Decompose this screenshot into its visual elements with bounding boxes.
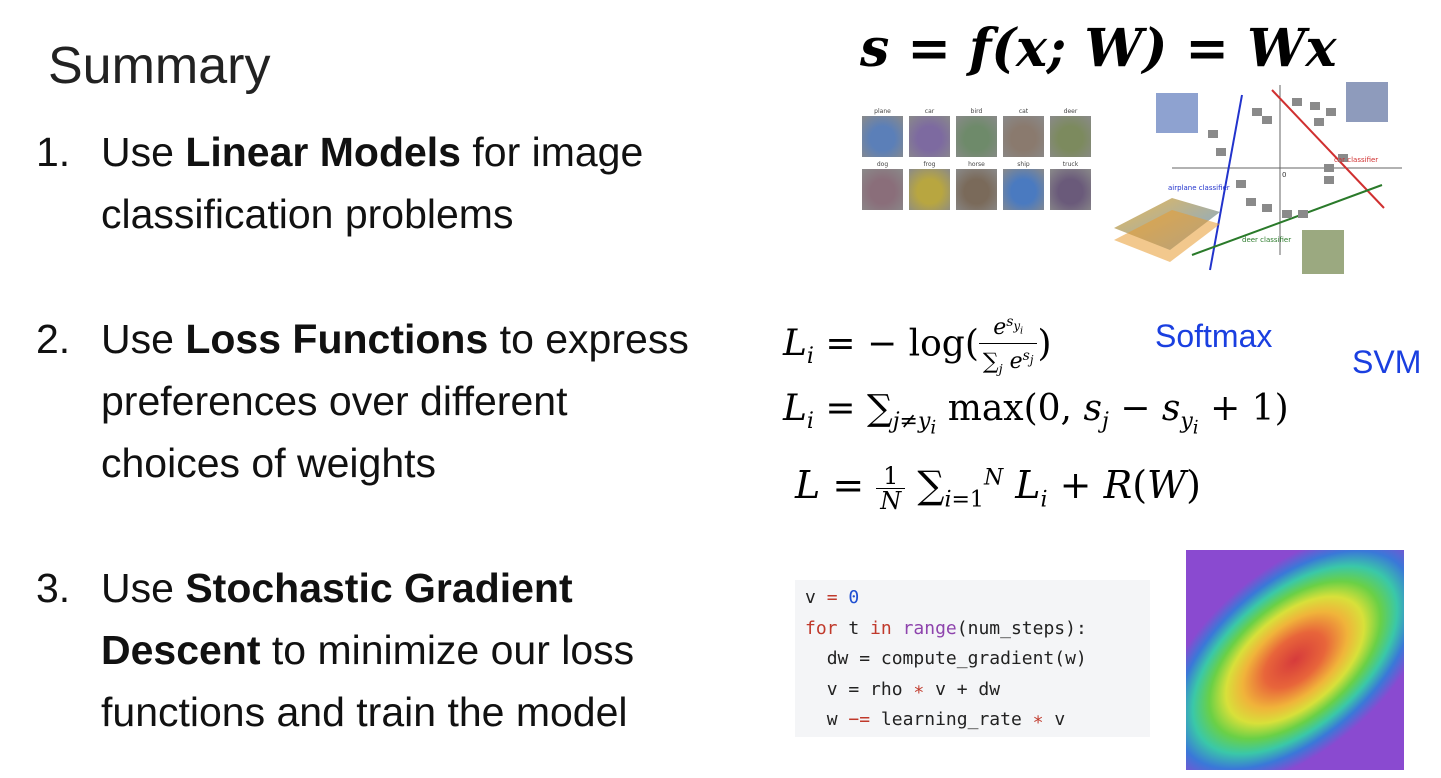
code-token: 0 <box>848 587 860 608</box>
weight-template-image <box>862 169 903 210</box>
thumbnail-label: bird <box>970 108 983 115</box>
item-text: Use <box>101 129 186 175</box>
code-token: v + dw <box>935 678 1001 700</box>
item-bold-text: Linear Models <box>185 129 461 175</box>
item-text-line2: classification problems <box>101 191 514 237</box>
summary-item-2: 2. Use Loss Functions to express prefere… <box>36 308 756 494</box>
class-thumbnail: truck <box>1050 161 1091 210</box>
code-keyword: for <box>805 617 838 639</box>
code-token: v = rho <box>826 678 903 700</box>
code-token: v <box>805 587 816 608</box>
code-token: ∗ <box>1032 709 1044 730</box>
car-classifier-label: car classifier <box>1334 156 1378 164</box>
weight-template-image <box>956 169 997 210</box>
item-bold-text: Loss Functions <box>185 316 489 362</box>
code-token: v <box>1054 709 1066 730</box>
slide-title: Summary <box>48 37 271 95</box>
item-bold-text: Stochastic Gradient <box>185 565 573 611</box>
airplane-classifier-label: airplane classifier <box>1168 184 1230 192</box>
weight-template-image <box>862 116 903 157</box>
code-token: −= <box>848 709 871 730</box>
origin-label: 0 <box>1282 171 1286 179</box>
item-number: 1. <box>36 129 71 175</box>
item-number: 3. <box>36 565 71 611</box>
softmax-loss-equation: Li = − log(esyi∑j esj) <box>783 310 1052 383</box>
item-text-line3: choices of weights <box>101 440 437 486</box>
item-text: to minimize our loss <box>260 627 635 673</box>
weight-template-image <box>909 169 950 210</box>
softmax-label: Softmax <box>1155 318 1273 354</box>
thumbnail-label: dog <box>876 161 889 168</box>
linear-classifier-diagram: airplane classifier car classifier deer … <box>1114 82 1402 274</box>
item-text-line3: functions and train the model <box>101 689 628 735</box>
sgd-momentum-code: v = 0 for t in range(num_steps): dw = co… <box>795 580 1150 737</box>
class-thumbnail: car <box>909 108 950 157</box>
summary-item-3: 3. Use Stochastic Gradient Descent to mi… <box>36 557 756 743</box>
thumbnail-label: ship <box>1017 161 1030 168</box>
thumbnail-label: deer <box>1063 108 1078 115</box>
thumbnail-label: frog <box>923 161 936 168</box>
class-thumbnail: horse <box>956 161 997 210</box>
weight-template-image <box>909 116 950 157</box>
item-text: to express <box>488 316 689 362</box>
code-keyword: in <box>870 617 892 639</box>
svm-loss-equation: Li = ∑j≠yi max(0, sj − syi + 1) <box>783 388 1289 439</box>
thumbnail-label: horse <box>968 161 985 168</box>
code-token: ∗ <box>913 678 925 700</box>
class-thumbnail: cat <box>1003 108 1044 157</box>
class-template-thumbnails: plane car bird cat deer dog frog horse ship truc… <box>862 108 1094 210</box>
loss-landscape-image <box>1186 550 1404 770</box>
code-token: t <box>848 617 860 639</box>
weight-template-image <box>1050 116 1091 157</box>
thumbnail-label: car <box>924 108 935 115</box>
weight-template-image <box>956 116 997 157</box>
thumbnail-label: truck <box>1062 161 1079 168</box>
code-token: learning_rate <box>880 709 1022 730</box>
thumbnail-row: dog frog horse ship truck <box>862 161 1094 210</box>
thumbnail-row: plane car bird cat deer <box>862 108 1094 157</box>
code-token: = <box>826 587 838 608</box>
class-thumbnail: frog <box>909 161 950 210</box>
weight-template-image <box>1003 169 1044 210</box>
item-number: 2. <box>36 316 71 362</box>
code-function: range <box>902 617 957 639</box>
item-text-line2: preferences over different <box>101 378 568 424</box>
class-thumbnail: bird <box>956 108 997 157</box>
thumbnail-label: cat <box>1018 108 1029 115</box>
class-thumbnail: plane <box>862 108 903 157</box>
weight-template-image <box>1050 169 1091 210</box>
weight-template-image <box>1003 116 1044 157</box>
item-text: Use <box>101 565 186 611</box>
summary-item-1: 1. Use Linear Models for image classific… <box>36 121 756 245</box>
class-thumbnail: deer <box>1050 108 1091 157</box>
code-token: (num_steps): <box>956 617 1087 639</box>
code-line: dw = compute_gradient(w) <box>826 648 1087 669</box>
svm-label: SVM <box>1352 344 1422 380</box>
thumbnail-label: plane <box>874 108 891 115</box>
item-text: Use <box>101 316 186 362</box>
deer-classifier-label: deer classifier <box>1242 236 1291 244</box>
class-thumbnail: ship <box>1003 161 1044 210</box>
code-token: w <box>826 709 838 730</box>
item-text: for image <box>460 129 644 175</box>
item-bold-text: Descent <box>101 627 261 673</box>
linear-model-equation: s = f(x; W) = Wx <box>860 18 1337 79</box>
class-thumbnail: dog <box>862 161 903 210</box>
